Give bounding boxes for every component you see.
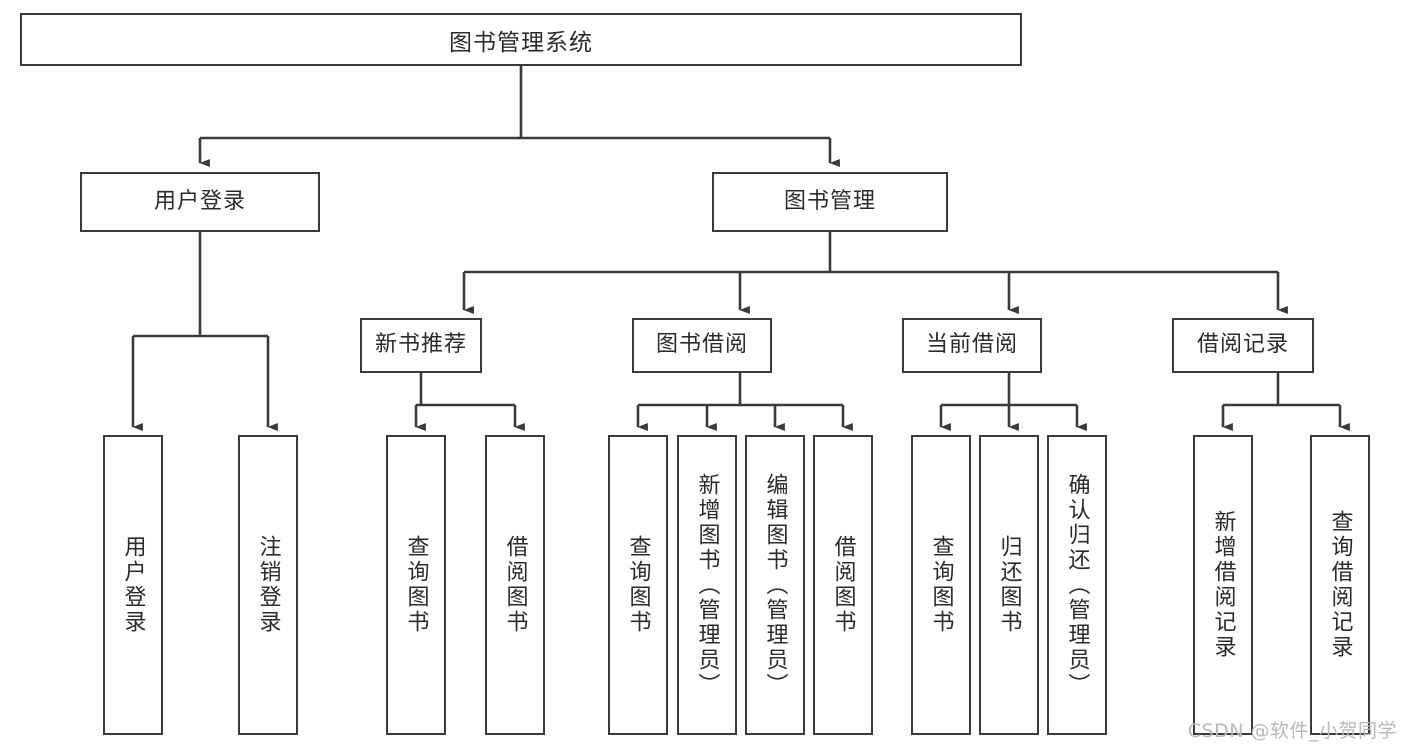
node-label: 注销登录 [255,535,281,635]
node-label: 查询借阅记录 [1327,510,1353,660]
node-leaf-edit-book[interactable]: 编辑图书（管理员） [745,435,805,735]
node-book-manage[interactable]: 图书管理 [712,172,948,232]
node-label: 确认归还（管理员） [1064,472,1090,698]
node-leaf-user-login[interactable]: 用户登录 [103,435,163,735]
node-label: 查询图书 [403,535,429,635]
node-label: 用户登录 [120,535,146,635]
node-leaf-borrow-book-2[interactable]: 借阅图书 [813,435,873,735]
node-label: 查询图书 [928,535,954,635]
node-leaf-query-book-3[interactable]: 查询图书 [911,435,971,735]
node-leaf-add-record[interactable]: 新增借阅记录 [1193,435,1253,735]
watermark: CSDN @软件_小贺同学 [1187,720,1397,742]
node-label: 借阅图书 [830,535,856,635]
node-label: 图书管理 [783,188,876,214]
node-new-book-recommend[interactable]: 新书推荐 [360,318,482,373]
node-leaf-logout-login[interactable]: 注销登录 [238,435,298,735]
node-label: 归还图书 [996,535,1022,635]
node-user-login[interactable]: 用户登录 [80,172,320,232]
node-label: 编辑图书（管理员） [762,472,788,698]
node-label: 借阅图书 [502,535,528,635]
node-leaf-query-record[interactable]: 查询借阅记录 [1310,435,1370,735]
node-current-borrow[interactable]: 当前借阅 [902,318,1042,373]
node-borrow-record[interactable]: 借阅记录 [1172,318,1314,373]
node-label: 图书管理系统 [449,29,593,56]
node-label: 当前借阅 [925,332,1018,358]
node-leaf-add-book[interactable]: 新增图书（管理员） [677,435,737,735]
node-book-borrow[interactable]: 图书借阅 [632,318,772,373]
node-label: 图书借阅 [655,332,748,358]
node-label: 查询图书 [625,535,651,635]
node-leaf-return-book[interactable]: 归还图书 [979,435,1039,735]
node-leaf-confirm-return[interactable]: 确认归还（管理员） [1047,435,1107,735]
node-label: 新增图书（管理员） [694,472,720,698]
node-label: 借阅记录 [1196,332,1289,358]
node-leaf-query-book-1[interactable]: 查询图书 [386,435,446,735]
node-root-system[interactable]: 图书管理系统 [20,13,1022,66]
node-leaf-borrow-book-1[interactable]: 借阅图书 [485,435,545,735]
node-label: 用户登录 [153,188,246,214]
node-leaf-query-book-2[interactable]: 查询图书 [608,435,668,735]
node-label: 新增借阅记录 [1210,510,1236,660]
node-label: 新书推荐 [374,332,467,358]
